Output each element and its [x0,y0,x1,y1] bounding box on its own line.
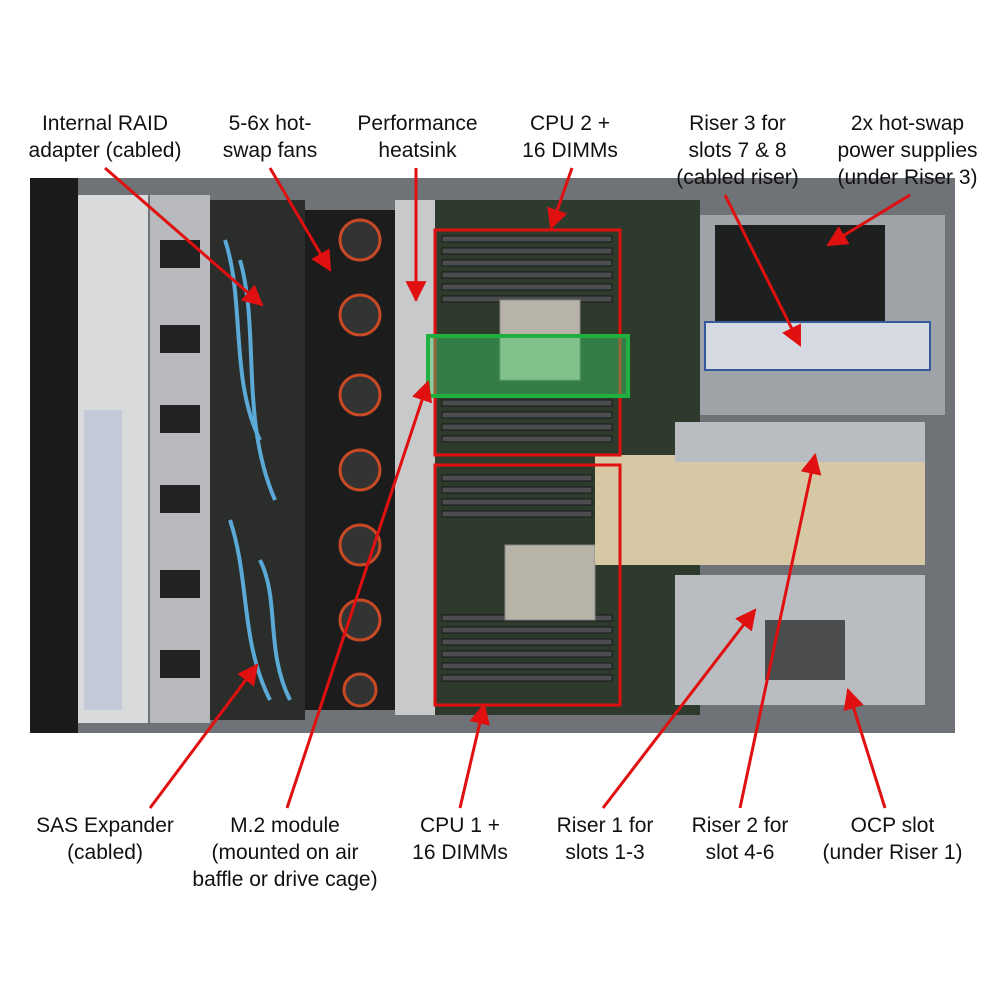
service-label [84,410,122,710]
label-sas-expander: SAS Expander (cabled) [36,814,174,864]
label-riser1: Riser 1 for slots 1-3 [556,814,654,864]
label-internal-raid-adapter: Internal RAID adapter (cabled) [28,112,182,162]
fans [338,218,382,708]
label-riser2: Riser 2 for slot 4-6 [691,814,789,864]
callout-arrows [104,166,911,809]
cpu1-heatsink [504,544,596,621]
cpu2-dimms [441,235,613,443]
drive-cage [150,195,210,723]
label-ocp-slot: OCP slot (under Riser 1) [822,814,963,864]
label-hot-swap-fans: 5-6x hot- swap fans [222,112,318,162]
label-m2-module: M.2 module (mounted on air baffle or dri… [192,814,378,891]
front-bezel [30,178,78,733]
cpu1-box [433,463,622,707]
m2-highlight-box [426,334,630,398]
label-cpu2-dimms: CPU 2 + 16 DIMMs [522,112,618,162]
riser2-card [595,455,925,565]
label-performance-heatsink: Performance heatsink [357,112,478,162]
label-cpu1-dimms: CPU 1 + 16 DIMMs [412,814,508,864]
label-riser3: Riser 3 for slots 7 & 8 (cabled riser) [676,112,799,189]
cpu2-heatsink [499,299,581,381]
riser3-card [704,321,931,371]
cable-area [210,200,305,720]
cpu2-box [433,228,622,457]
riser2-bracket [675,422,925,462]
label-power-supplies: 2x hot-swap power supplies (under Riser … [837,112,978,189]
psu-block [715,225,885,325]
